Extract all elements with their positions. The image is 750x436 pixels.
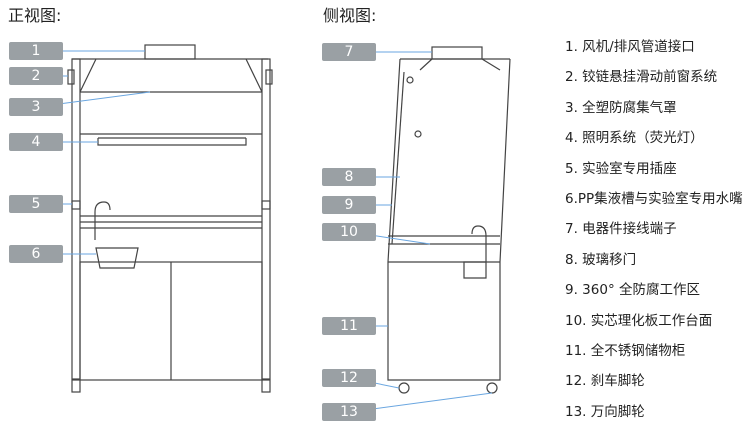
leader-lines — [35, 50, 493, 413]
front-right-post — [261, 58, 271, 380]
legend-item-3: 3. 全塑防腐集气罩 — [565, 99, 677, 116]
legend-item-5: 5. 实验室专用插座 — [565, 160, 677, 177]
callout-6: 6 — [9, 245, 63, 263]
side-door-handle — [414, 130, 422, 138]
side-body-outline — [387, 58, 511, 381]
legend-item-7: 7. 电器件接线端子 — [565, 221, 677, 238]
front-view-title: 正视图: — [8, 6, 62, 25]
legend-item-13: 13. 万向脚轮 — [565, 403, 645, 420]
side-swivel-caster — [486, 382, 498, 394]
side-brake-caster — [398, 382, 410, 394]
callout-2: 2 — [9, 67, 63, 85]
front-light-bar — [80, 133, 262, 146]
front-socket-right — [261, 200, 271, 210]
front-duct-collar — [144, 44, 196, 60]
front-exhaust-hood — [72, 58, 268, 93]
legend: 1. 风机/排风管道接口 2. 铰链悬挂滑动前窗系统 3. 全塑防腐集气罩 4.… — [565, 32, 750, 427]
legend-item-8: 8. 玻璃移门 — [565, 251, 637, 268]
front-right-hinge — [265, 69, 273, 85]
legend-item-6: 6.PP集液槽与实验室专用水嘴 — [565, 190, 743, 207]
callout-12: 12 — [322, 369, 376, 387]
callout-5: 5 — [9, 195, 63, 213]
side-faucet — [471, 225, 487, 262]
front-sink — [95, 247, 139, 269]
legend-item-12: 12. 刹车脚轮 — [565, 373, 645, 390]
side-glass-door — [391, 71, 405, 245]
callout-1: 1 — [9, 42, 63, 60]
callout-8: 8 — [322, 168, 376, 186]
legend-item-4: 4. 照明系统（荧光灯） — [565, 130, 704, 147]
legend-item-10: 10. 实芯理化板工作台面 — [565, 312, 713, 329]
front-worktop — [80, 215, 262, 229]
legend-item-11: 11. 全不锈钢储物柜 — [565, 342, 686, 359]
front-right-foot — [261, 379, 271, 393]
callout-9: 9 — [322, 196, 376, 214]
front-view-drawing — [67, 44, 273, 393]
side-door-pivot — [406, 76, 414, 84]
side-duct-collar — [431, 46, 483, 60]
callout-7: 7 — [322, 43, 376, 61]
front-left-foot — [71, 379, 81, 393]
front-socket-left — [71, 200, 81, 210]
side-view-title: 侧视图: — [323, 6, 377, 25]
front-faucet — [94, 201, 111, 240]
front-left-hinge — [67, 69, 75, 85]
callout-4: 4 — [9, 133, 63, 151]
side-sink — [463, 261, 487, 279]
legend-item-2: 2. 铰链悬挂滑动前窗系统 — [565, 69, 718, 86]
callout-10: 10 — [322, 223, 376, 241]
front-left-post — [71, 58, 81, 380]
callout-3: 3 — [9, 98, 63, 116]
callout-11: 11 — [322, 317, 376, 335]
side-exhaust-hood — [400, 58, 510, 71]
legend-item-9: 9. 360° 全防腐工作区 — [565, 282, 700, 299]
side-view-drawing — [387, 46, 511, 394]
legend-item-1: 1. 风机/排风管道接口 — [565, 39, 695, 55]
callout-13: 13 — [322, 403, 376, 421]
